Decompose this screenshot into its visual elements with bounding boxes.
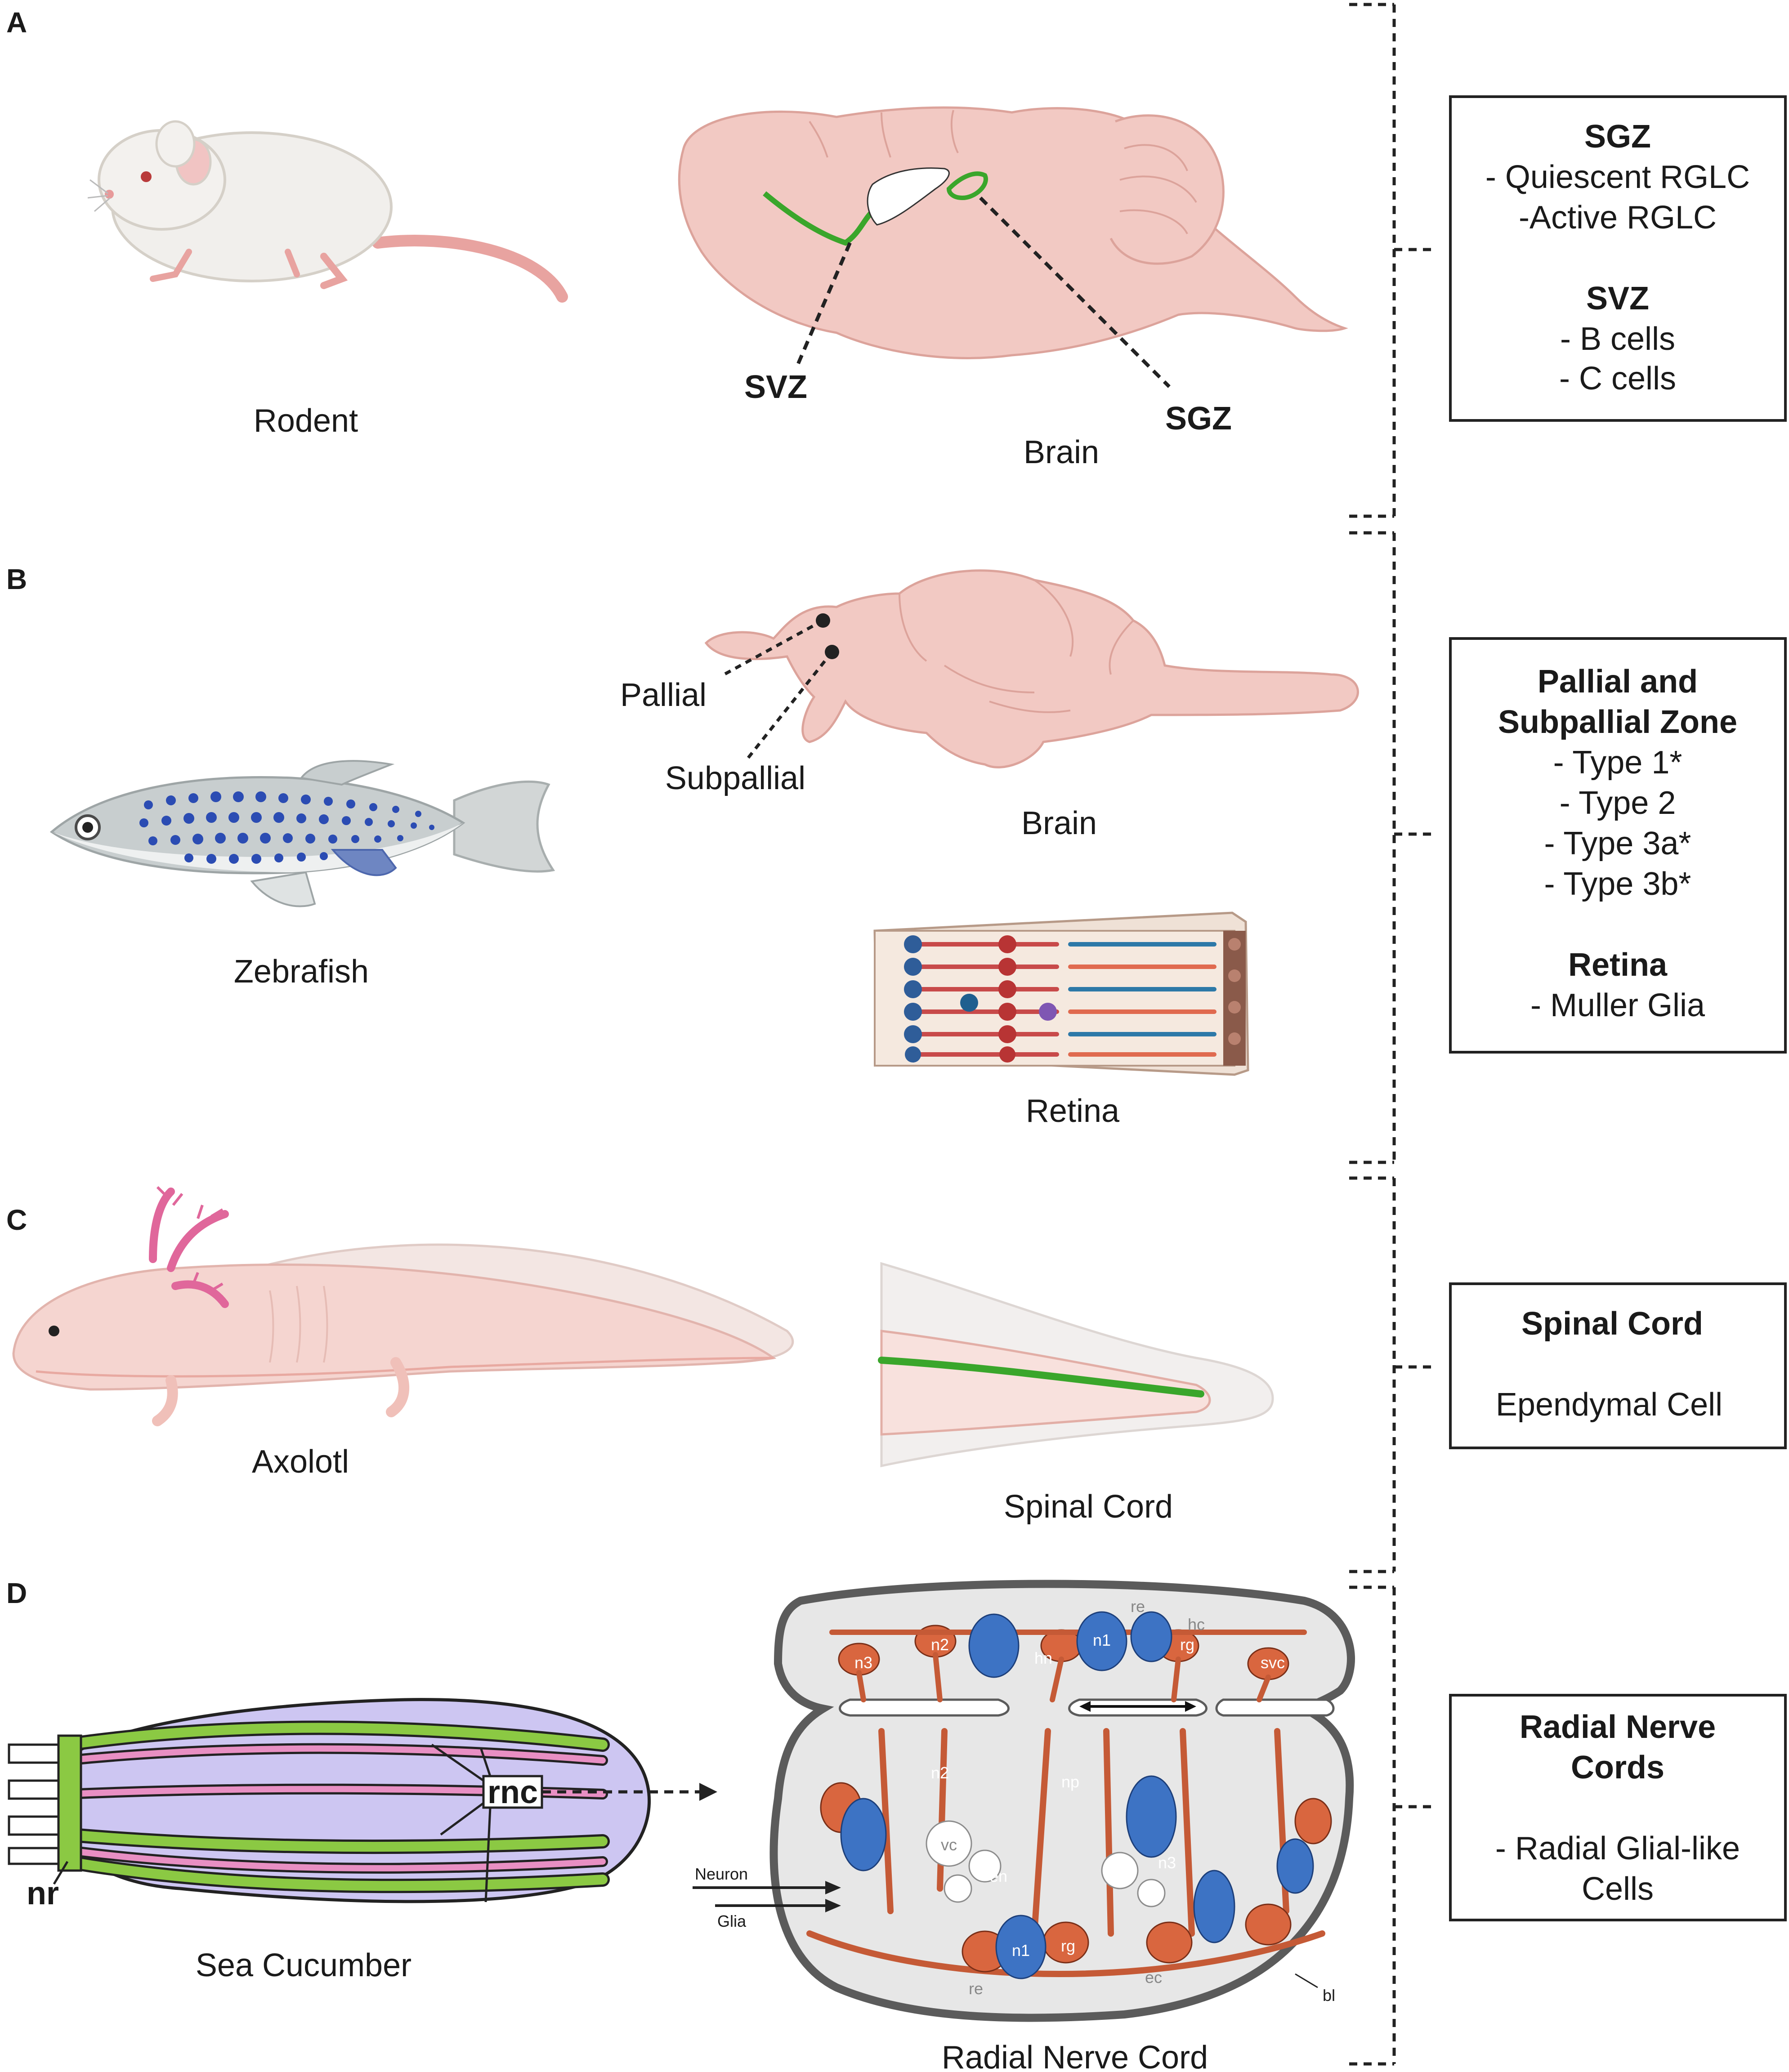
rnc-label-n3-a: n3	[854, 1653, 872, 1672]
label-subpallial: Subpallial	[665, 760, 805, 796]
label-spinal-cord: Spinal Cord	[1004, 1489, 1173, 1525]
panel-letter-c: C	[6, 1204, 27, 1236]
box-c-item: Ependymal Cell	[1496, 1387, 1722, 1423]
neuron-glia-pointers	[693, 1881, 841, 1912]
label-zebrafish: Zebrafish	[234, 954, 369, 990]
rnc-label-rg-a: rg	[1180, 1635, 1194, 1654]
rnc-labels: re hc n3 n2 hn n1 rg svc n2 np vc en n3 …	[854, 1597, 1335, 2005]
rnc-label-n1-a: n1	[1093, 1631, 1111, 1649]
label-brain-b: Brain	[1021, 805, 1097, 841]
box-b-item-4: - Type 3b*	[1544, 866, 1691, 902]
rnc-label-n3-b: n3	[1158, 1853, 1176, 1872]
panel-letter-a: A	[6, 6, 27, 39]
rnc-label-n2-b: n2	[931, 1764, 949, 1782]
panel-letter-b: B	[6, 563, 27, 595]
panel-b: B Zebrafish	[6, 563, 1787, 1129]
box-c-title: Spinal Cord	[1521, 1306, 1703, 1342]
rnc-label-hc: hc	[1188, 1615, 1205, 1634]
radial-nerve-cord-illustration	[769, 1580, 1355, 2022]
label-sgz: SGZ	[1165, 401, 1232, 437]
box-b-title-pallial-2: Subpallial Zone	[1498, 704, 1737, 740]
box-a-item-2: -Active RGLC	[1519, 200, 1717, 236]
box-b-title-pallial-1: Pallial and	[1538, 664, 1698, 700]
zebrafish-brain-illustration	[704, 569, 1359, 768]
rnc-label-re-bottom: re	[969, 1979, 983, 1998]
rnc-label-svc: svc	[1261, 1653, 1285, 1672]
rnc-label-rg-b: rg	[1061, 1937, 1075, 1955]
box-a-title-svz: SVZ	[1586, 281, 1649, 317]
box-d-item-2: Cells	[1582, 1871, 1654, 1907]
label-rnc: rnc	[488, 1774, 538, 1810]
box-d-title-1: Radial Nerve	[1520, 1709, 1716, 1745]
rnc-label-hn: hn	[1034, 1649, 1052, 1667]
panel-d: D	[6, 1577, 1787, 2072]
label-neuron: Neuron	[695, 1865, 748, 1883]
rodent-illustration	[87, 120, 568, 303]
label-brain-a: Brain	[1024, 434, 1099, 470]
rnc-label-vc: vc	[941, 1835, 957, 1854]
info-box-b: Pallial and Subpallial Zone - Type 1* - …	[1449, 637, 1787, 1054]
box-a-title-sgz: SGZ	[1584, 119, 1651, 155]
retina-illustration	[873, 911, 1249, 1076]
sea-cucumber-illustration	[8, 1698, 717, 1903]
box-b-item-1: - Type 1*	[1553, 745, 1682, 781]
axolotl-illustration	[12, 1186, 794, 1426]
box-a-item-4: - C cells	[1559, 361, 1676, 397]
label-sea-cucumber: Sea Cucumber	[196, 1947, 411, 1983]
box-a-item-1: - Quiescent RGLC	[1485, 159, 1750, 195]
spinal-cord-illustration	[878, 1262, 1274, 1468]
info-box-d: Radial Nerve Cords - Radial Glial-like C…	[1449, 1694, 1787, 1921]
rnc-label-ec: ec	[1145, 1968, 1162, 1987]
zebrafish-illustration	[49, 760, 555, 907]
label-radial-nerve-cord: Radial Nerve Cord	[942, 2040, 1208, 2072]
info-box-a: SGZ - Quiescent RGLC -Active RGLC SVZ - …	[1449, 95, 1787, 422]
box-b-item-2: - Type 2	[1560, 785, 1676, 821]
label-glia: Glia	[717, 1912, 747, 1930]
rnc-label-np: np	[1061, 1773, 1079, 1791]
rnc-label-en: en	[989, 1867, 1007, 1885]
box-d-title-2: Cords	[1571, 1750, 1664, 1786]
bracket-lines	[1349, 3, 1435, 2066]
rnc-label-n1-b: n1	[1012, 1941, 1030, 1960]
label-retina: Retina	[1026, 1093, 1120, 1129]
label-rodent: Rodent	[254, 403, 358, 439]
box-b-title-retina: Retina	[1568, 947, 1668, 983]
rnc-label-re-top: re	[1131, 1597, 1145, 1616]
panel-a: A Rodent SVZ SGZ	[6, 6, 1787, 470]
rnc-label-bl: bl	[1323, 1986, 1335, 2005]
label-pallial: Pallial	[620, 677, 707, 713]
rodent-brain-illustration	[678, 106, 1348, 388]
label-svz: SVZ	[744, 369, 807, 405]
box-b-item-5: - Muller Glia	[1530, 987, 1705, 1023]
box-d-item-1: - Radial Glial-like	[1495, 1831, 1740, 1867]
label-nr: nr	[27, 1876, 59, 1911]
box-a-item-3: - B cells	[1560, 321, 1675, 357]
panel-c: C Axolotl Spinal Cord Spinal Cord Epend	[6, 1186, 1787, 1525]
box-b-item-3: - Type 3a*	[1544, 826, 1691, 862]
panel-letter-d: D	[6, 1577, 27, 1609]
info-box-c: Spinal Cord Ependymal Cell	[1449, 1282, 1787, 1449]
rnc-label-n2-a: n2	[931, 1635, 949, 1654]
label-axolotl: Axolotl	[252, 1444, 349, 1480]
